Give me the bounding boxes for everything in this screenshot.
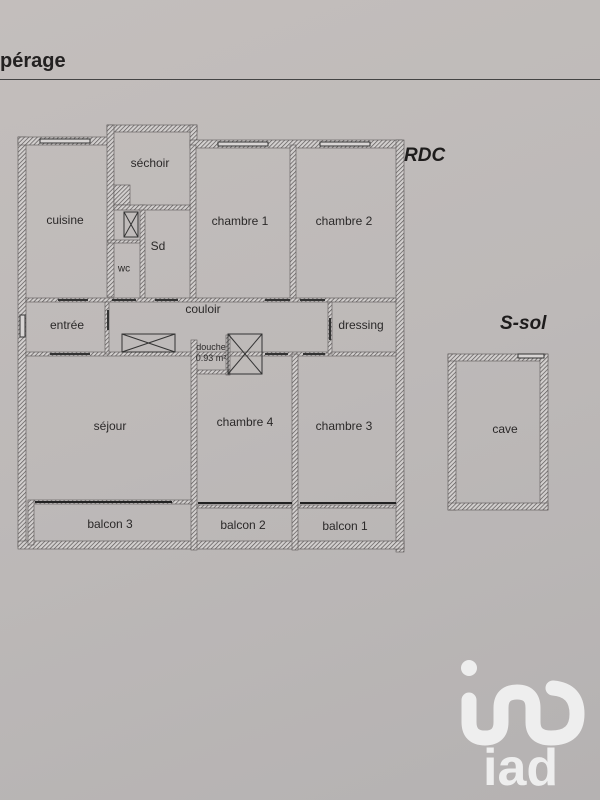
room-chambre-2: chambre 2 — [315, 214, 373, 228]
page-header-title: pérage — [0, 50, 66, 72]
iad-logo: iad — [455, 650, 600, 800]
room-sejour: séjour — [93, 419, 127, 433]
room-chambre-4: chambre 4 — [216, 415, 274, 429]
room-sd: Sd — [150, 239, 166, 253]
header-divider — [0, 79, 600, 80]
room-entree: entrée — [49, 318, 85, 332]
room-chambre-3: chambre 3 — [315, 419, 373, 433]
room-wc: wc — [117, 263, 131, 275]
room-balcon-3: balcon 3 — [87, 517, 133, 531]
iad-logo-text: iad — [483, 739, 559, 797]
iad-logo-mark-icon — [461, 660, 585, 746]
room-couloir: couloir — [185, 302, 221, 316]
room-balcon-2: balcon 2 — [220, 518, 266, 532]
room-dressing: dressing — [338, 318, 384, 332]
room-sechoir: séchoir — [130, 156, 170, 170]
room-balcon-1: balcon 1 — [322, 519, 368, 533]
level-label-rdc: RDC — [404, 145, 446, 166]
room-cave: cave — [492, 422, 518, 436]
room-douche: douche — [196, 342, 226, 352]
room-cuisine: cuisine — [46, 213, 84, 227]
level-label-basement: S-sol — [500, 313, 547, 334]
room-chambre-1: chambre 1 — [211, 214, 269, 228]
room-douche-area: 0.93 m² — [195, 353, 227, 363]
